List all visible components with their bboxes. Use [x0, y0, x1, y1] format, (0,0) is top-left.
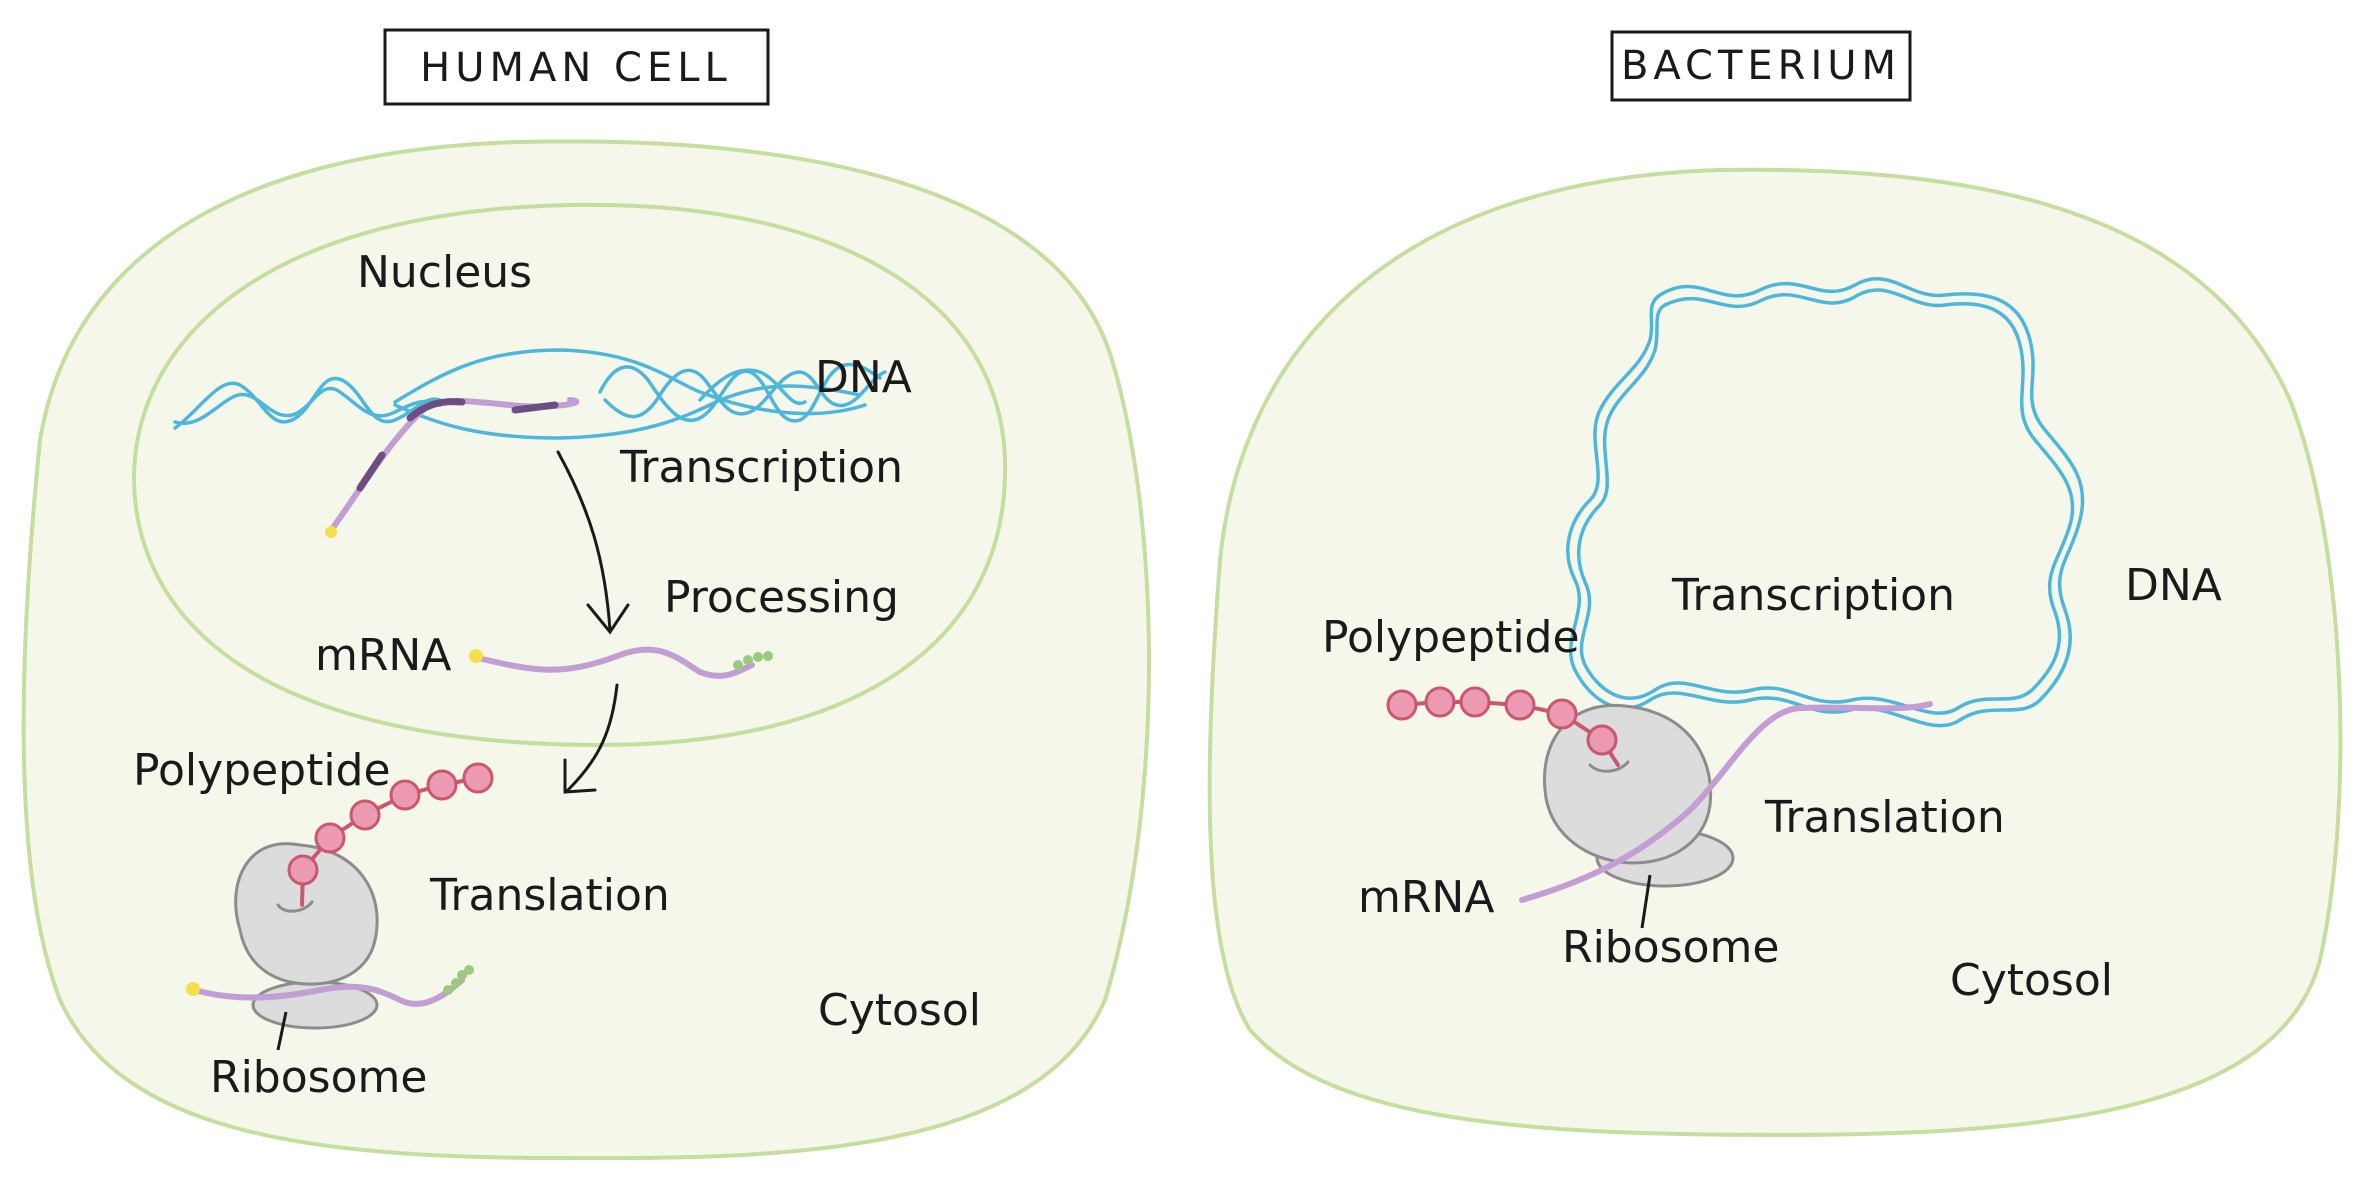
label-ribosome: Ribosome — [210, 1052, 427, 1103]
bacterial-ribosome — [1542, 703, 1735, 888]
human-dna-helix — [173, 348, 887, 440]
bacterium-title-box: BACTERIUM — [1610, 30, 1912, 102]
amino-acid — [1546, 698, 1578, 730]
bacterial-circular-dna — [1566, 277, 2085, 728]
human-arrows — [556, 450, 630, 794]
label-mrna: mRNA — [1358, 872, 1494, 923]
label-ribosome: Ribosome — [1562, 922, 1779, 973]
ribosome-pointer-line — [1640, 874, 1652, 929]
human-ribosome-mrna — [186, 965, 474, 1007]
amino-acid — [349, 799, 381, 831]
label-translation: Translation — [429, 870, 670, 921]
human-cell-panel: HUMAN CELL — [21, 28, 1151, 1161]
five-prime-cap — [325, 526, 337, 538]
bacterial-mrna — [1519, 701, 1933, 903]
label-dna: DNA — [2125, 560, 2222, 611]
human-cell-title: HUMAN CELL — [420, 45, 732, 91]
bacterial-polypeptide — [1386, 686, 1620, 767]
amino-acid — [1504, 689, 1536, 721]
label-processing: Processing — [664, 572, 899, 623]
amino-acid — [287, 854, 319, 886]
label-polypeptide: Polypeptide — [1322, 612, 1580, 663]
human-cell-title-box: HUMAN CELL — [383, 28, 770, 106]
amino-acid — [314, 822, 346, 854]
amino-acid — [1424, 686, 1456, 718]
transcription-arrow — [556, 450, 612, 632]
ribosome-large-subunit — [1542, 703, 1713, 865]
poly-a-tail — [733, 651, 773, 670]
amino-acid — [1459, 686, 1491, 718]
ribosome-large-subunit — [234, 842, 379, 986]
ribosome-pointer-line — [276, 1011, 288, 1051]
bacterium-panel: BACTERIUM — [1207, 30, 2343, 1138]
five-prime-cap — [469, 649, 483, 663]
label-transcription: Transcription — [619, 442, 903, 493]
label-polypeptide: Polypeptide — [133, 745, 391, 796]
label-translation: Translation — [1764, 792, 2005, 843]
bacterium-title: BACTERIUM — [1621, 43, 1901, 89]
title-frame — [1610, 30, 1912, 102]
human-polypeptide — [287, 762, 494, 907]
amino-acid — [1386, 689, 1418, 721]
five-prime-cap — [186, 982, 200, 996]
poly-a-tail — [443, 965, 474, 995]
amino-acid — [426, 769, 458, 801]
title-frame — [383, 28, 770, 106]
processing-arrow — [566, 683, 619, 792]
label-cytosol: Cytosol — [818, 985, 981, 1036]
amino-acid — [1586, 724, 1618, 756]
amino-acid — [462, 762, 494, 794]
label-cytosol: Cytosol — [1950, 955, 2113, 1006]
bacterium-membrane — [1207, 167, 2343, 1138]
label-mrna: mRNA — [315, 630, 451, 681]
label-transcription: Transcription — [1671, 570, 1955, 621]
label-dna: DNA — [815, 352, 912, 403]
mature-mrna — [469, 646, 773, 679]
label-nucleus: Nucleus — [357, 247, 532, 298]
amino-acid — [389, 779, 421, 811]
pre-mrna-transcript — [325, 397, 580, 538]
